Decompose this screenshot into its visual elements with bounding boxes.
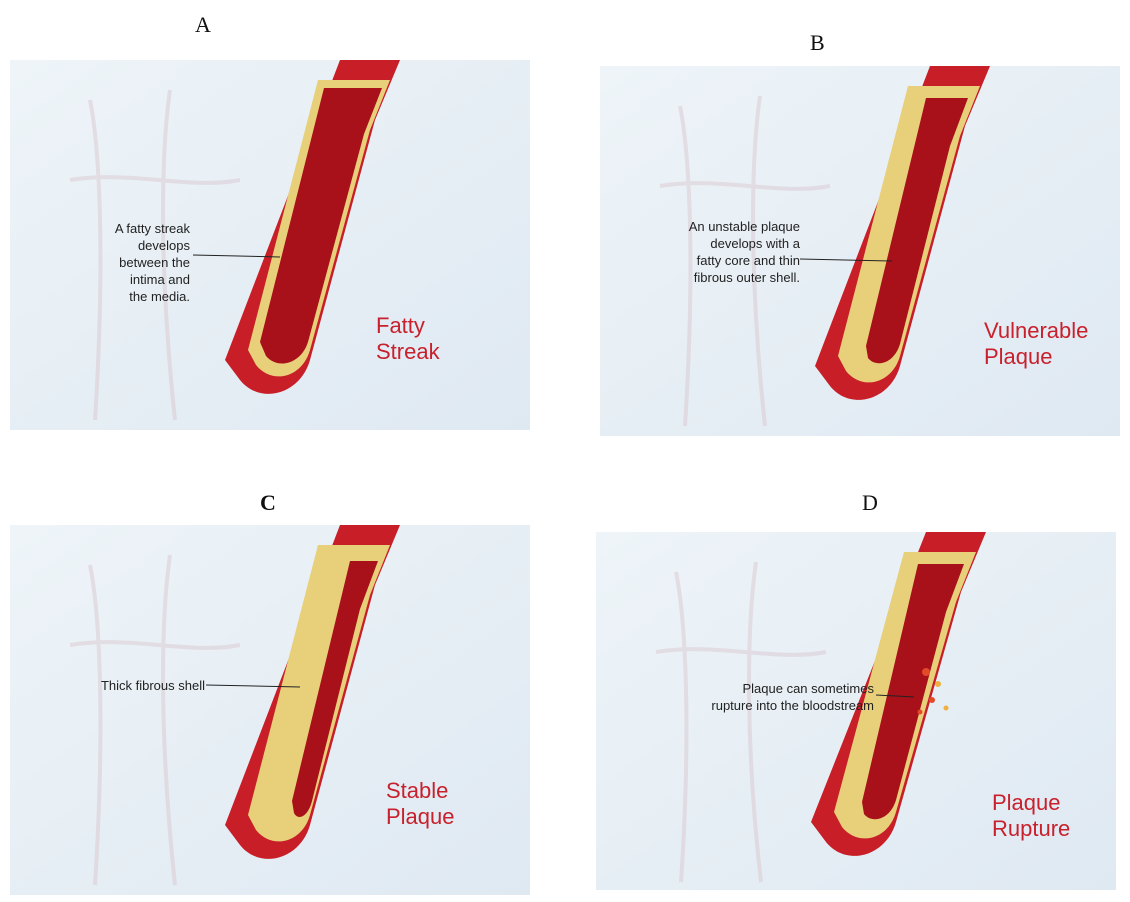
panel-letter-a: A [195,12,211,38]
annotation-stable-plaque: Thick fibrous shell [70,677,205,694]
panel-stable-plaque: Thick fibrous shell Stable Plaque [10,525,530,895]
panel-plaque-rupture: Plaque can sometimes rupture into the bl… [596,532,1116,902]
title-fatty-streak: Fatty Streak [376,313,440,365]
panel-vulnerable-plaque: An unstable plaque develops with a fatty… [600,66,1120,436]
panel-letter-c: C [260,490,276,516]
artery-illustration-c [10,525,530,895]
panel-letter-d: D [862,490,878,516]
panel-fatty-streak: A fatty streak develops between the inti… [10,60,530,430]
title-vulnerable-plaque: Vulnerable Plaque [984,318,1088,370]
title-plaque-rupture: Plaque Rupture [992,790,1070,842]
annotation-plaque-rupture: Plaque can sometimes rupture into the bl… [696,680,874,714]
panel-letter-b: B [810,30,825,56]
annotation-vulnerable-plaque: An unstable plaque develops with a fatty… [640,218,800,286]
title-stable-plaque: Stable Plaque [386,778,455,830]
annotation-fatty-streak: A fatty streak develops between the inti… [60,220,190,305]
